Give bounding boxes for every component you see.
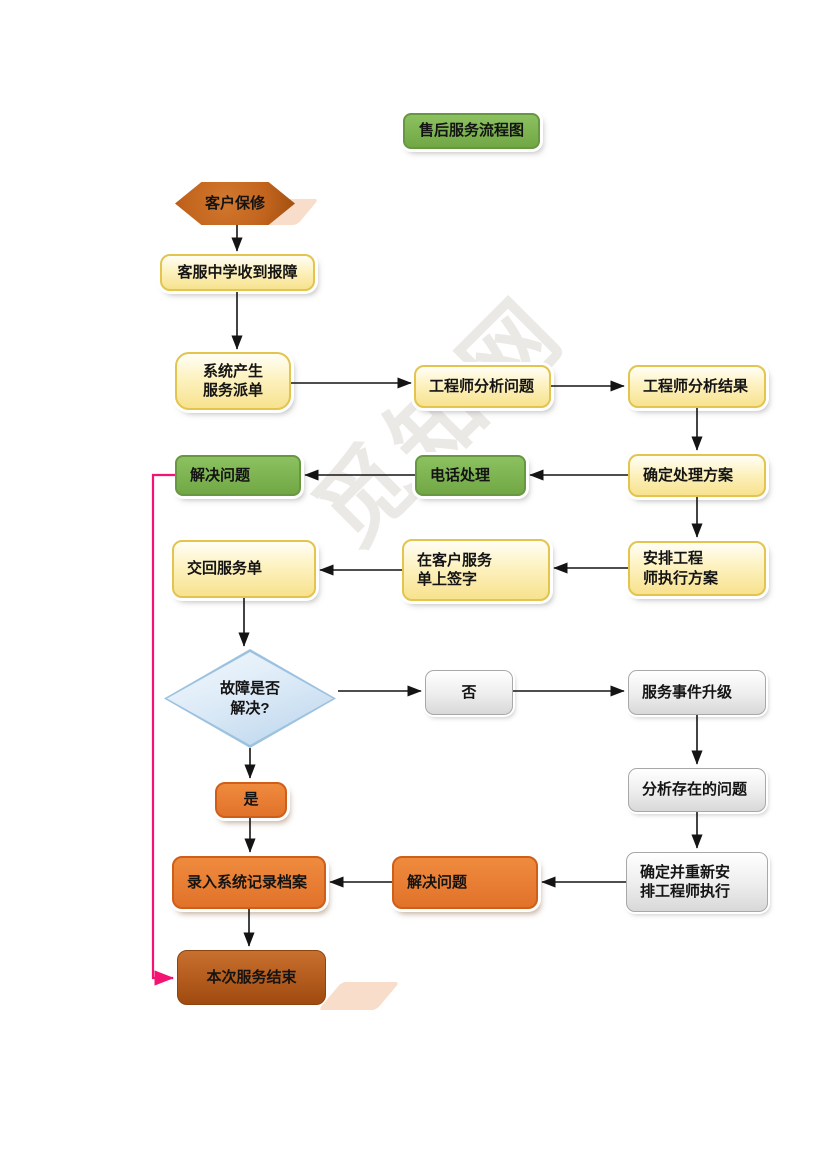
decision-fault-resolved: 故障是否 解决? [164, 649, 336, 748]
node-determine-solution: 确定处理方案 [628, 454, 766, 497]
page-title: 售后服务流程图 [403, 113, 540, 149]
node-service-end: 本次服务结束 [177, 950, 326, 1005]
node-receive-report: 客服中学收到报障 [160, 254, 315, 291]
node-no: 否 [425, 670, 513, 715]
node-solve-problem-green: 解决问题 [175, 455, 301, 496]
node-arrange-engineer: 安排工程 师执行方案 [628, 541, 766, 596]
node-analyze-existing: 分析存在的问题 [628, 768, 766, 812]
node-engineer-analyze-problem: 工程师分析问题 [414, 365, 551, 408]
diamond-label: 故障是否 解决? [219, 680, 280, 717]
node-system-dispatch: 系统产生 服务派单 [175, 352, 291, 410]
node-engineer-analyze-result: 工程师分析结果 [628, 365, 766, 408]
node-rearrange-engineer: 确定并重新安 排工程师执行 [626, 852, 768, 912]
node-return-service-order: 交回服务单 [172, 540, 316, 598]
node-solve-problem-orange: 解决问题 [392, 856, 538, 909]
start-hexagon: 客户保修 [175, 182, 295, 225]
node-record-archive: 录入系统记录档案 [172, 856, 326, 909]
node-customer-sign: 在客户服务 单上签字 [402, 539, 550, 601]
end-node-shadow [318, 982, 400, 1010]
node-yes: 是 [215, 782, 287, 818]
node-phone-handling: 电话处理 [415, 455, 526, 496]
node-service-escalation: 服务事件升级 [628, 670, 766, 715]
